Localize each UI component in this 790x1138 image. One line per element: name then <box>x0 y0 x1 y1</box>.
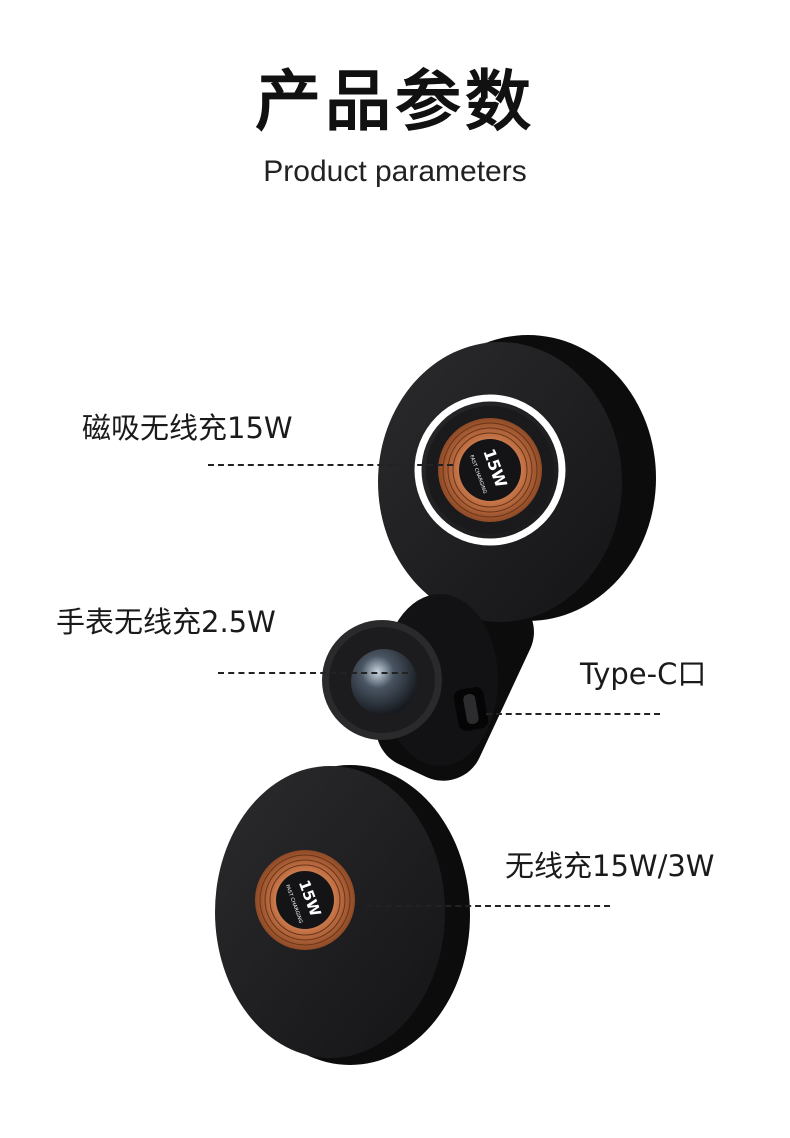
page-title: 产品参数 <box>255 63 535 140</box>
bottom-charging-pad: 15W FAST CHARGING <box>215 766 445 1058</box>
callout-magnetic-line <box>208 464 453 466</box>
callout-bottom-line <box>366 905 610 907</box>
top-copper-coil: 15W FAST CHARGING <box>438 418 542 522</box>
callout-bottom-label: 无线充15W/3W <box>505 849 715 883</box>
callout-watch-line <box>218 672 408 674</box>
page-subtitle: Product parameters <box>263 155 527 188</box>
top-charging-pad: 15W FAST CHARGING <box>378 342 622 622</box>
callout-typec-label: Type-C口 <box>580 657 707 691</box>
callout-magnetic-label: 磁吸无线充15W <box>82 411 293 445</box>
magnetic-ring <box>414 394 566 546</box>
typec-port <box>453 686 489 732</box>
callout-typec-line <box>486 713 660 715</box>
watch-charger <box>322 594 498 766</box>
bottom-copper-coil: 15W FAST CHARGING <box>255 850 355 950</box>
watch-charging-puck <box>351 649 417 715</box>
callout-watch-label: 手表无线充2.5W <box>56 605 276 639</box>
